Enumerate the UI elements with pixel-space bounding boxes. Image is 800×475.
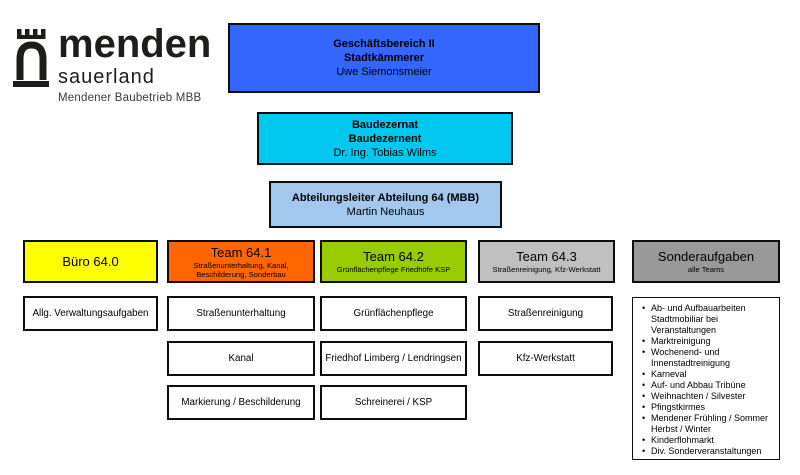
task-label: Kanal	[228, 352, 254, 364]
list-item: Marktreinigung	[639, 336, 776, 347]
task-label: Schreinerei / KSP	[354, 396, 433, 408]
team-name: Team 64.2	[363, 249, 424, 264]
logo-wordmark: menden	[58, 22, 212, 66]
hierarchy-box-baudezernat: Baudezernat Baudezernent Dr. Ing. Tobias…	[257, 112, 513, 165]
team-header-team-64-2: Team 64.2 Grünflächenpflege Friedhöfe KS…	[320, 240, 467, 283]
task-box-schreinerei: Schreinerei / KSP	[320, 385, 467, 420]
team-header-team-64-1: Team 64.1 Straßenunterhaltung, Kanal, Be…	[167, 240, 315, 283]
logo-orgname: Mendener Baubetrieb MBB	[58, 92, 202, 104]
hierarchy-person: Dr. Ing. Tobias Wilms	[333, 146, 437, 159]
task-box-kanal: Kanal	[167, 341, 315, 376]
team-subtitle: Grünflächenpflege Friedhöfe KSP	[336, 265, 451, 274]
hierarchy-box-geschaeftsbereich: Geschäftsbereich II Stadtkämmerer Uwe Si…	[228, 23, 540, 93]
hierarchy-title: Geschäftsbereich II	[333, 38, 435, 50]
hierarchy-title: Baudezernat	[351, 118, 419, 131]
task-box-verwaltungsaufgaben: Allg. Verwaltungsaufgaben	[23, 296, 158, 331]
list-item: Wochenend- und Innenstadtreinigung	[639, 347, 776, 369]
sonderaufgaben-list-box: Ab- und Aufbauarbeiten Stadtmobiliar bei…	[632, 297, 780, 460]
company-logo: menden sauerland Mendener Baubetrieb MBB	[10, 12, 220, 112]
hierarchy-subtitle: Stadtkämmerer	[343, 52, 425, 64]
team-name: Büro 64.0	[62, 254, 119, 269]
list-item: Kinderflohmarkt	[639, 435, 776, 446]
logo-text: menden sauerland Mendener Baubetrieb MBB	[58, 22, 211, 104]
team-name: Sonderaufgaben	[657, 249, 755, 264]
team-subtitle: alle Teams	[687, 265, 725, 274]
team-subtitle: Straßenreinigung, Kfz-Werkstatt	[492, 265, 601, 274]
list-item: Div. Sonderveranstaltungen	[639, 446, 776, 457]
hierarchy-person: Uwe Siemonsmeier	[336, 66, 432, 78]
castle-gate-icon	[13, 29, 49, 87]
task-label: Friedhof Limberg / Lendringsen	[325, 352, 462, 364]
list-item: Karneval	[639, 369, 776, 380]
team-name: Team 64.1	[210, 244, 272, 260]
task-box-markierung-beschilderung: Markierung / Beschilderung	[167, 385, 315, 420]
task-label: Allg. Verwaltungsaufgaben	[32, 307, 149, 319]
task-label: Markierung / Beschilderung	[181, 396, 301, 408]
sonderaufgaben-list: Ab- und Aufbauarbeiten Stadtmobiliar bei…	[639, 303, 776, 457]
task-box-strassenunterhaltung: Straßenunterhaltung	[167, 296, 315, 331]
list-item: Weihnachten / Silvester	[639, 391, 776, 402]
hierarchy-title: Abteilungsleiter Abteilung 64 (MBB)	[291, 191, 480, 204]
list-item: Auf- und Abbau Tribüne	[639, 380, 776, 391]
task-box-kfz-werkstatt: Kfz-Werkstatt	[478, 341, 613, 376]
logo-region: sauerland	[58, 66, 155, 88]
task-box-strassenreinigung: Straßenreinigung	[478, 296, 613, 331]
hierarchy-subtitle: Baudezernent	[348, 132, 422, 145]
task-label: Grünflächenpflege	[353, 307, 434, 319]
team-header-buero-64-0: Büro 64.0	[23, 240, 158, 283]
team-name: Team 64.3	[516, 249, 577, 264]
list-item: Mendener Frühling / Sommer Herbst / Wint…	[639, 413, 776, 435]
task-box-friedhof: Friedhof Limberg / Lendringsen	[320, 341, 467, 376]
team-subtitle: Straßenunterhaltung, Kanal, Beschilderun…	[193, 260, 289, 279]
team-header-team-64-3: Team 64.3 Straßenreinigung, Kfz-Werkstat…	[478, 240, 615, 283]
team-header-sonderaufgaben: Sonderaufgaben alle Teams	[632, 240, 780, 283]
task-box-gruenflaechenpflege: Grünflächenpflege	[320, 296, 467, 331]
hierarchy-box-abteilungsleiter: Abteilungsleiter Abteilung 64 (MBB) Mart…	[269, 181, 502, 228]
task-label: Straßenreinigung	[507, 307, 584, 319]
list-item: Ab- und Aufbauarbeiten Stadtmobiliar bei…	[639, 303, 776, 336]
list-item: Pfingstkirmes	[639, 402, 776, 413]
task-label: Kfz-Werkstatt	[516, 352, 575, 364]
task-label: Straßenunterhaltung	[196, 307, 286, 319]
hierarchy-person: Martin Neuhaus	[346, 205, 425, 218]
